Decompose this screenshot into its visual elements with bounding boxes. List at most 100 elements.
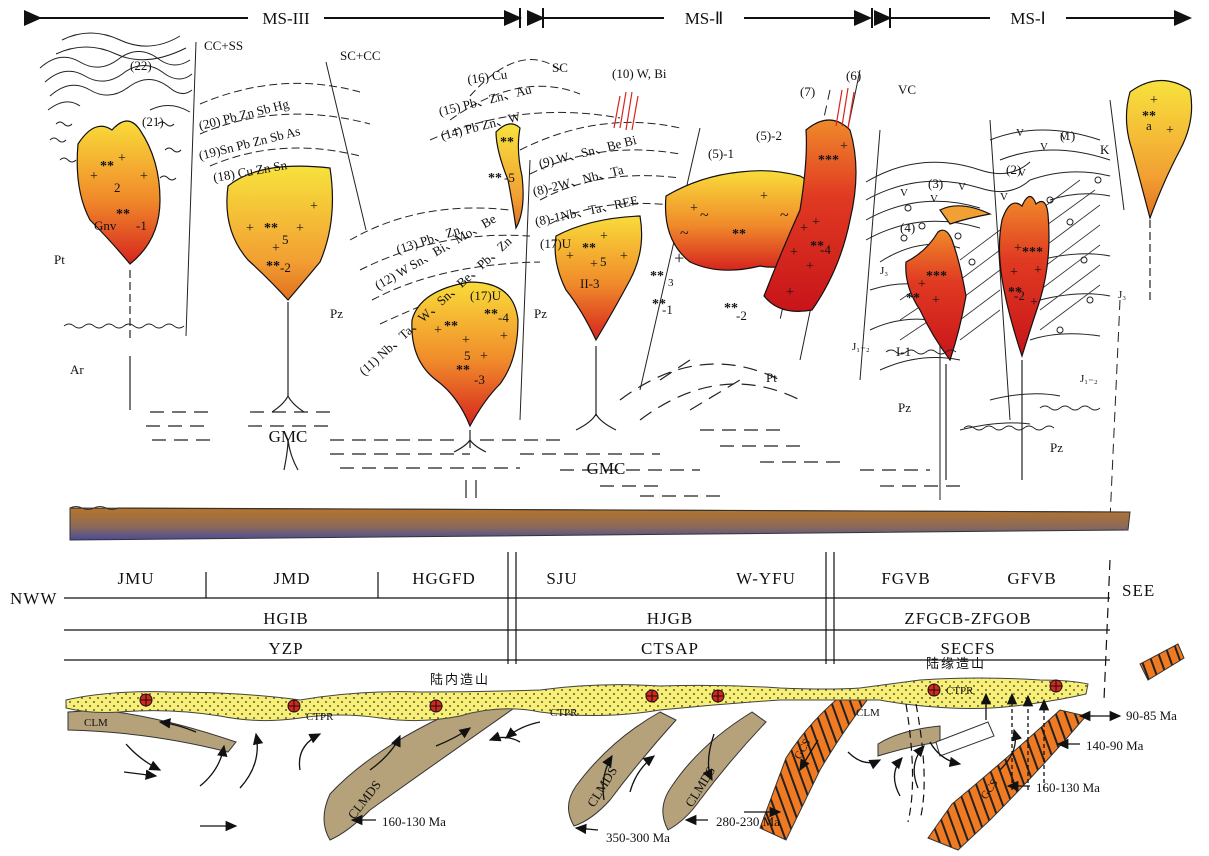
svg-text:+: + [806,259,814,274]
svg-text:+: + [118,151,126,166]
label-pt-left: Pt [54,252,65,267]
ms1-label: MS-Ⅰ [1010,9,1045,28]
svg-text:HGIB: HGIB [263,609,309,628]
svg-text:+: + [462,333,470,348]
svg-text:***: *** [1022,245,1043,260]
volcanic-symbols: VVV VVV VV [900,127,1068,205]
svg-text:+: + [480,349,488,364]
svg-text:(3): (3) [928,176,943,191]
svg-text:Gnv: Gnv [94,218,117,233]
svg-text:+: + [760,189,768,204]
svg-text:-4: -4 [820,242,831,257]
svg-text:+: + [812,215,820,230]
label-intracontinental: 陆内造山 [430,672,490,687]
svg-text:-2: -2 [1014,288,1025,303]
svg-text:JMU: JMU [117,569,154,588]
svg-text:SJU: SJU [546,569,577,588]
svg-text:5: 5 [464,348,471,363]
svg-text:V: V [1000,191,1008,203]
svg-text:(7): (7) [800,84,815,99]
svg-text:***: *** [926,269,947,284]
svg-text:CLM: CLM [84,717,108,729]
label-gmc2: GMC [587,459,626,478]
svg-text:-4: -4 [498,310,509,325]
label-sc: SC [552,60,568,75]
svg-text:160-130 Ma: 160-130 Ma [382,814,446,829]
svg-text:a: a [1146,118,1152,133]
svg-text:~: ~ [700,207,709,224]
svg-text:(21): (21) [142,114,164,129]
svg-text:5: 5 [282,232,289,247]
label-j3-a: J₃ [880,265,888,277]
svg-text:V: V [1016,127,1024,139]
svg-text:(22): (22) [130,58,152,73]
svg-text:**: ** [732,227,746,242]
svg-text:(17)U: (17)U [470,288,502,303]
svg-text:CLM: CLM [856,707,880,719]
svg-text:(5)-1: (5)-1 [708,146,734,161]
svg-text:+: + [620,249,628,264]
svg-text:(2): (2) [1006,162,1021,177]
svg-text:II-3: II-3 [580,276,600,291]
svg-text:(12) W Sn、Bi、Mo、Be: (12) W Sn、Bi、Mo、Be [372,211,499,293]
svg-text:I-1: I-1 [896,344,911,359]
svg-text:-3: -3 [474,372,485,387]
label-k: K [1100,142,1110,157]
svg-text:FGVB: FGVB [881,569,930,588]
svg-text:+: + [840,139,848,154]
svg-text:W-YFU: W-YFU [736,569,796,588]
svg-text:(4): (4) [900,220,915,235]
svg-text:+: + [500,329,508,344]
svg-text:CTSAP: CTSAP [641,639,699,658]
svg-text:-2: -2 [280,260,291,275]
label-gmc1: GMC [269,427,308,446]
svg-text:+: + [1166,123,1174,138]
svg-text:V: V [930,193,938,205]
label-pz-r1: Pz [898,400,911,415]
label-ar: Ar [70,362,84,377]
svg-text:**: ** [456,363,470,378]
svg-text:(6): (6) [846,68,861,83]
svg-text:+: + [790,245,798,260]
svg-text:(9) W、Sn、Be Bi: (9) W、Sn、Be Bi [537,132,638,171]
svg-text:**: ** [484,307,498,322]
svg-text:+: + [272,241,280,256]
svg-text:***: *** [818,153,839,168]
svg-text:+: + [1010,265,1018,280]
svg-text:**: ** [116,207,130,222]
svg-text:ZFGCB-ZFGOB: ZFGCB-ZFGOB [904,609,1031,628]
svg-text:(17)U: (17)U [540,236,572,251]
svg-text:JMD: JMD [273,569,310,588]
svg-text:-1: -1 [136,218,147,233]
svg-text:350-300 Ma: 350-300 Ma [606,830,670,845]
svg-text:+: + [246,221,254,236]
svg-text:5: 5 [600,254,607,269]
svg-text:(16) Cu: (16) Cu [466,66,508,87]
svg-text:+: + [918,277,926,292]
svg-text:-5: -5 [504,170,515,185]
label-j12-b: J₁₋₂ [1080,373,1098,385]
svg-text:+: + [932,293,940,308]
svg-text:**: ** [100,159,114,174]
svg-text:+: + [1034,263,1042,278]
unit-labels: NWW SEE JMU JMD HGGFD SJU W-YFU FGVB GFV… [10,569,1155,658]
svg-text:+: + [1030,295,1038,310]
svg-text:CTPR: CTPR [946,685,974,697]
svg-text:+: + [140,169,148,184]
svg-text:(1): (1) [1060,128,1075,143]
svg-text:+: + [1150,93,1158,108]
label-pz-r2: Pz [1050,440,1063,455]
label-pz-left: Pz [330,306,343,321]
svg-text:160-130 Ma: 160-130 Ma [1036,780,1100,795]
svg-text:-2: -2 [736,308,747,323]
svg-text:GFVB: GFVB [1007,569,1056,588]
svg-text:YZP: YZP [268,639,303,658]
svg-text:2: 2 [114,180,121,195]
svg-text:(10) W, Bi: (10) W, Bi [612,66,667,81]
svg-text:+: + [690,201,698,216]
label-j12-a: J₁₋₂ [852,341,870,353]
svg-text:HGGFD: HGGFD [412,569,476,588]
svg-text:-1: -1 [662,302,673,317]
